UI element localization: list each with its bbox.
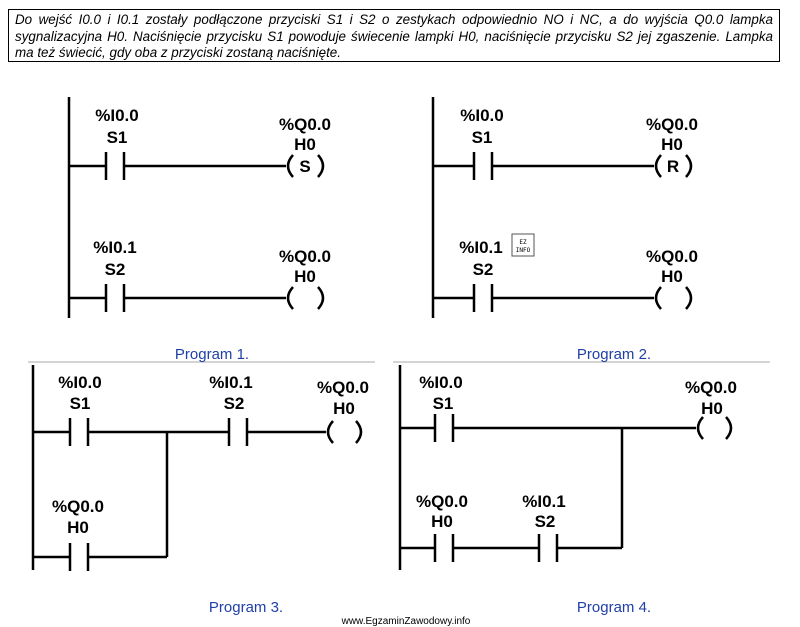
p4-contact-2-address: %Q0.0	[416, 492, 468, 511]
p2-rung1-contact-name: S1	[472, 128, 493, 147]
p1-rung2-contact-address: %I0.1	[93, 238, 136, 257]
p4-contact-1-address: %I0.0	[419, 373, 462, 392]
p1-rung2-coil-address: %Q0.0	[279, 247, 331, 266]
p3-coil-address: %Q0.0	[317, 378, 369, 397]
svg-text:INFO: INFO	[516, 247, 531, 254]
p4-contact-3-name: S2	[535, 512, 556, 531]
p3-contact-2-address: %I0.1	[209, 373, 252, 392]
program-4-caption: Program 4.	[577, 599, 651, 616]
p1-rung1-coil-name: H0	[294, 135, 316, 154]
p4-contact-2-name: H0	[431, 512, 453, 531]
program-2-caption: Program 2.	[577, 346, 651, 363]
program-1-coil-1-right	[317, 154, 325, 178]
p2-rung1-coil-address: %Q0.0	[646, 115, 698, 134]
p1-rung2-contact-name: S2	[105, 260, 126, 279]
p4-coil-name: H0	[701, 399, 723, 418]
svg-text:EZ: EZ	[519, 239, 527, 246]
p4-contact-1-name: S1	[433, 394, 454, 413]
p1-rung1-coil-symbol: S	[299, 157, 310, 176]
p2-rung1-coil-name: H0	[661, 135, 683, 154]
p1-rung1-contact-name: S1	[107, 128, 128, 147]
p2-rung2-coil-address: %Q0.0	[646, 247, 698, 266]
p3-contact-1-name: S1	[70, 394, 91, 413]
program-3-diagram	[31, 365, 363, 571]
program-1-caption: Program 1.	[175, 346, 249, 363]
watermark: www.EgzaminZawodowy.info	[341, 616, 471, 627]
p3-contact-1-address: %I0.0	[58, 373, 101, 392]
p3-contact-3-name: H0	[67, 518, 89, 537]
p4-coil-address: %Q0.0	[685, 378, 737, 397]
p1-rung1-contact-address: %I0.0	[95, 106, 138, 125]
program-1-diagram	[67, 97, 325, 318]
p2-rung2-contact-address: %I0.1	[459, 238, 502, 257]
ez-info-logo: EZ INFO	[511, 233, 535, 257]
p2-rung2-coil-name: H0	[661, 267, 683, 286]
program-3-caption: Program 3.	[209, 599, 283, 616]
p3-contact-2-name: S2	[224, 394, 245, 413]
program-4-diagram	[398, 365, 733, 570]
p3-contact-3-address: %Q0.0	[52, 497, 104, 516]
p4-contact-3-address: %I0.1	[522, 492, 565, 511]
p3-coil-name: H0	[333, 399, 355, 418]
question-text: Do wejść I0.0 i I0.1 zostały podłączone …	[8, 9, 780, 62]
program-1-coil-1-left	[286, 154, 294, 178]
program-2-diagram	[431, 97, 693, 318]
p2-rung1-contact-address: %I0.0	[460, 106, 503, 125]
p1-rung2-coil-name: H0	[294, 267, 316, 286]
p2-rung1-coil-symbol: R	[667, 157, 679, 176]
p1-rung1-coil-address: %Q0.0	[279, 115, 331, 134]
p2-rung2-contact-name: S2	[473, 260, 494, 279]
